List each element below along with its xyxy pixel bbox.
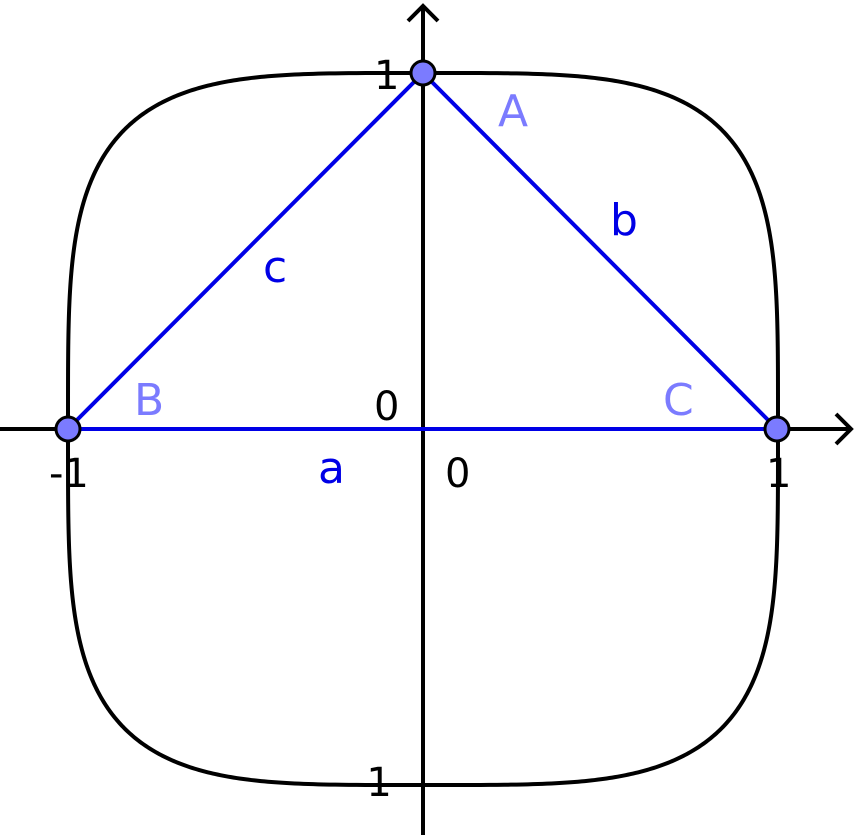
point-b[interactable]	[54, 415, 82, 443]
point-a[interactable]	[409, 59, 437, 87]
y-tick-label-pos: 1	[374, 53, 399, 99]
y-origin-label: 0	[374, 384, 399, 430]
x-axis-arrow-icon	[834, 412, 854, 446]
x-tick-label-pos: 1	[766, 451, 791, 497]
vertex-label-b: B	[134, 375, 164, 426]
x-tick-label-neg: -1	[49, 451, 89, 497]
x-origin-label: 0	[445, 451, 470, 497]
vertex-label-c: C	[663, 375, 694, 426]
vertex-label-a: A	[498, 86, 528, 137]
point-c[interactable]	[763, 415, 791, 443]
side-label-a: a	[318, 443, 345, 494]
y-tick-label-neg: -1	[352, 760, 392, 806]
side-c-segment	[66, 71, 425, 431]
y-axis-arrow-icon	[406, 3, 440, 23]
side-b-segment	[421, 71, 779, 431]
side-label-b: b	[610, 195, 638, 246]
side-label-c: c	[263, 242, 287, 293]
